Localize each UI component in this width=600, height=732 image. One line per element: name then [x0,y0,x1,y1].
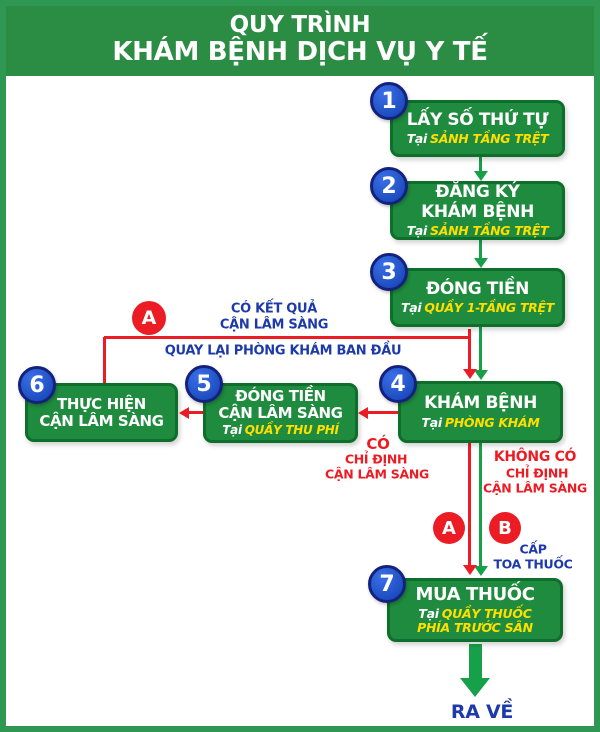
step-3-title: ĐÓNG TIỀN [426,278,529,299]
step-6-number-badge: 6 [18,366,56,404]
arrowhead-step3-icon [474,258,488,268]
step-1-title: LẤY SỐ THỨ TỰ [406,109,549,130]
exit-arrow-head-icon [460,678,490,697]
step-3-location-prefix: Tại [401,300,422,316]
step-2-location-name: SẢNH TẦNG TRỆT [430,222,549,238]
label-has-result-line1: CÓ KẾT QUẢ [230,301,318,317]
step-2-title-line1: ĐĂNG KÝ [435,182,520,203]
step-2-location-prefix: Tại [406,222,428,238]
step-3-location-name: QUẦY 1-TẦNG TRỆT [424,300,554,316]
label-prescription-line1: CẤP [519,541,547,557]
arrow-step4-to-step5-head-icon [358,407,368,419]
line-red-step3-to-step4 [468,329,471,369]
step-2-title-line2: KHÁM BỆNH [421,201,534,222]
arrowhead-step2-icon [474,171,488,181]
arrow-step1-to-step2 [479,157,482,171]
step-7-location-prefix: Tại [418,606,439,622]
line-red-step4-to-step7 [468,443,471,565]
branch-b-badge: B [489,512,521,544]
label-no-order-line2: CHỈ ĐỊNH [505,465,569,481]
label-has-order-line2: CHỈ ĐỊNH [344,451,408,467]
header-band [0,0,600,76]
page-title-line2: KHÁM BỆNH DỊCH VỤ Y TẾ [112,37,488,67]
step-6-title-line2: CẬN LÂM SÀNG [39,411,164,430]
step-4-location-name: PHÒNG KHÁM [444,414,540,430]
label-has-order-line1: CÓ [366,435,390,453]
step-7-number-badge: 7 [368,565,406,603]
label-no-order-line1: KHÔNG CÓ [493,449,577,465]
label-prescription-line2: TOA THUỐC [493,556,573,572]
step-7-location-line2: PHÍA TRƯỚC SÂN [417,620,533,636]
step-1-location-prefix: Tại [406,131,428,147]
label-exit: RA VỀ [450,701,514,723]
step-5-location-name: QUẦY THU PHÍ [244,423,339,438]
label-has-order-line3: CẬN LÂM SÀNG [325,466,429,482]
line-red-return-horizontal [104,336,470,339]
step-1-number-badge: 1 [370,82,408,120]
step-1-location-name: SẢNH TẦNG TRỆT [430,131,549,147]
step-4-location-prefix: Tại [421,414,443,430]
step-4-title: KHÁM BỆNH [424,393,537,414]
step-5-location-prefix: Tại [222,423,242,438]
arrowhead-step4-green-icon [474,370,488,380]
step-4-number-badge: 4 [379,365,417,403]
label-no-order-line3: CẬN LÂM SÀNG [483,480,587,496]
step-3-number-badge: 3 [370,253,408,291]
line-red-down-to-step6 [103,337,106,383]
arrow-step5-to-step6-head-icon [179,407,189,419]
arrow-step5-to-step6-shaft [188,411,203,414]
arrow-step4-to-step7-green [479,443,482,566]
label-return-note: QUAY LẠI PHÒNG KHÁM BAN ĐẦU [164,343,402,359]
arrowhead-step7-green-icon [474,566,488,576]
arrow-step3-to-step4 [479,327,482,370]
step-5-number-badge: 5 [185,365,223,403]
step-2-number-badge: 2 [370,167,408,205]
step-7-title: MUA THUỐC [415,583,535,605]
step-6-title-line1: THỰC HIỆN [57,394,146,413]
arrow-step4-to-step5-shaft [367,411,398,414]
arrowhead-step4-red-icon [463,369,477,379]
exit-arrow-shaft [469,644,482,679]
label-has-result-line2: CẬN LÂM SÀNG [219,317,329,333]
step-5-title-line2: CẬN LÂM SÀNG [218,404,343,423]
arrow-step2-to-step3 [479,240,482,258]
step-5-title-line1: ĐÓNG TIỀN [235,387,326,406]
page-title-line1: QUY TRÌNH [229,12,371,38]
step-7-location-name: QUẦY THUỐC [441,606,532,622]
arrowhead-step7-red-icon [463,565,477,575]
branch-a-top-badge: A [132,301,166,335]
branch-a-bottom-badge: A [433,512,465,544]
